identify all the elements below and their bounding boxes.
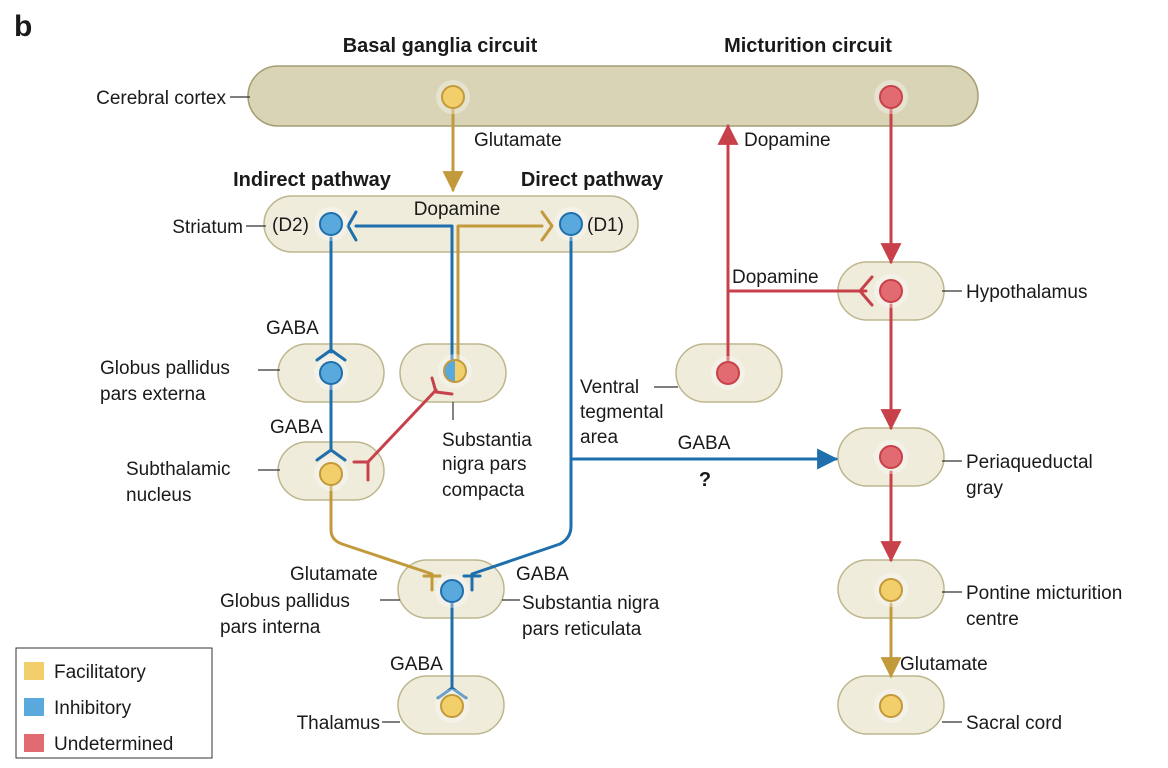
structure-labels: Cerebral cortex Striatum Globus pallidus… xyxy=(96,88,1122,734)
transmitter-labels: Glutamate Dopamine Dopamine Dopamine GAB… xyxy=(266,130,988,675)
stn-synapse xyxy=(315,448,347,462)
d2-blue-synapse xyxy=(346,210,358,242)
dopamine-hypothalamus-label: Dopamine xyxy=(732,267,819,288)
snr-label-line2: pars reticulata xyxy=(522,619,642,640)
legend-label-inhibitory: Inhibitory xyxy=(54,698,132,719)
pmc-label-line1: Pontine micturition xyxy=(966,583,1122,604)
snc-label-line1: Substantia xyxy=(442,430,532,451)
cerebral-cortex-box xyxy=(247,65,979,127)
hypothalamus-neuron xyxy=(874,274,908,308)
micturition-circuit-title: Micturition circuit xyxy=(724,35,892,57)
connections xyxy=(315,106,902,700)
gaba-gpe-label: GABA xyxy=(266,318,319,339)
pmc-neuron xyxy=(874,573,908,607)
stn-to-gpi-glutamate xyxy=(329,484,434,592)
gaba-pag-label: GABA xyxy=(678,433,731,454)
gpi-label-line1: Globus pallidus xyxy=(220,591,350,612)
stn-label-line1: Subthalamic xyxy=(126,459,231,480)
d2-receptor-label: (D2) xyxy=(272,215,309,236)
gpe-label-line1: Globus pallidus xyxy=(100,358,230,379)
snc-dopamine-gold xyxy=(456,224,544,368)
legend-label-undetermined: Undetermined xyxy=(54,734,173,755)
snc-label-line2: nigra pars xyxy=(442,454,527,475)
indirect-pathway-title: Indirect pathway xyxy=(233,169,392,191)
gpi-label-line2: pars interna xyxy=(220,617,321,638)
pag-label-line2: gray xyxy=(966,478,1003,499)
gpe-synapse xyxy=(315,348,347,362)
sacral-cord-neuron xyxy=(874,689,908,723)
legend-swatch-inhibitory xyxy=(24,698,44,716)
d1-receptor-label: (D1) xyxy=(587,215,624,236)
snc-label-line3: compacta xyxy=(442,480,525,501)
striatum-label: Striatum xyxy=(172,217,243,238)
dopamine-cortex-label: Dopamine xyxy=(744,130,831,151)
stn-red-synapse xyxy=(352,460,370,482)
d1-gold-synapse xyxy=(540,210,554,242)
gpe-neuron xyxy=(314,356,348,390)
hypothalamus-label: Hypothalamus xyxy=(966,282,1087,303)
snc-to-stn-red xyxy=(366,388,438,464)
vta-neuron xyxy=(711,356,745,390)
dopamine-striatum-label: Dopamine xyxy=(414,199,501,220)
legend-swatch-undetermined xyxy=(24,734,44,752)
thalamus-synapse xyxy=(436,686,468,700)
snc-neuron xyxy=(438,354,472,388)
thalamus-neuron xyxy=(435,689,469,723)
sacral-cord-label: Sacral cord xyxy=(966,713,1062,734)
vta-label-line1: Ventral xyxy=(580,377,639,398)
hypothalamus-synapse xyxy=(858,275,874,307)
snc-dopamine-blue xyxy=(354,224,454,368)
gpe-label-line2: pars externa xyxy=(100,384,206,405)
vta-label-line3: area xyxy=(580,427,618,448)
stn-neuron xyxy=(314,457,348,491)
glutamate-sacral-label: Glutamate xyxy=(900,654,988,675)
glutamate-gpi-label: Glutamate xyxy=(290,564,378,585)
gaba-thalamus-label: GABA xyxy=(390,654,443,675)
cortex-glutamate-neuron xyxy=(436,80,470,114)
legend-swatch-facilitatory xyxy=(24,662,44,680)
vta-label-line2: tegmental xyxy=(580,402,663,423)
d2-neuron xyxy=(314,207,348,241)
pag-neuron xyxy=(874,440,908,474)
pag-question-label: ? xyxy=(699,469,711,491)
neuron-nodes xyxy=(314,80,908,723)
basal-ganglia-circuit-title: Basal ganglia circuit xyxy=(343,35,538,57)
d1-neuron xyxy=(554,207,588,241)
d1-to-snr-gaba xyxy=(470,236,573,592)
cortex-undetermined-neuron xyxy=(874,80,908,114)
snc-red-synapse xyxy=(430,376,454,396)
pag-label-line1: Periaqueductal xyxy=(966,452,1093,473)
snr-label-line1: Substantia nigra xyxy=(522,593,660,614)
gaba-stn-label: GABA xyxy=(270,417,323,438)
thalamus-label: Thalamus xyxy=(297,713,380,734)
gaba-snr-label: GABA xyxy=(516,564,569,585)
glutamate-cortex-label: Glutamate xyxy=(474,130,562,151)
gpi-snr-neuron xyxy=(435,574,469,608)
cerebral-cortex-label: Cerebral cortex xyxy=(96,88,226,109)
stn-label-line2: nucleus xyxy=(126,485,192,506)
legend-label-facilitatory: Facilitatory xyxy=(54,662,146,683)
pmc-label-line2: centre xyxy=(966,609,1019,630)
panel-label: b xyxy=(14,10,32,43)
legend-frame xyxy=(15,647,213,759)
direct-pathway-title: Direct pathway xyxy=(521,169,664,191)
leader-lines xyxy=(230,96,962,723)
